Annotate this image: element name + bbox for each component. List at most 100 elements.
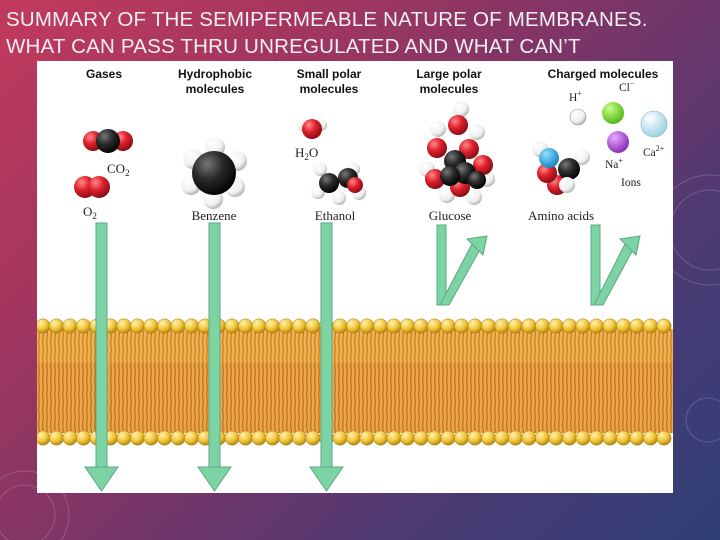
lipid-head (170, 430, 186, 446)
lipid-head (575, 318, 591, 334)
lipid-head (278, 318, 294, 334)
bilayer-lower-tails (37, 363, 673, 433)
lipid-head (265, 430, 280, 446)
lipid-head (37, 318, 51, 334)
lipid-head (292, 430, 307, 446)
lipid-head (413, 318, 429, 334)
arrow-charged-blocked (590, 224, 641, 306)
lipid-head (589, 318, 604, 334)
lipid-head (143, 318, 159, 334)
pass-through-arrows (84, 222, 344, 492)
lipid-head (386, 318, 402, 334)
lipid-bilayer (37, 318, 673, 446)
lipid-head (346, 318, 361, 334)
h2o-label: H2O (295, 145, 318, 162)
lipid-head (305, 430, 321, 446)
lipid-head (427, 318, 442, 334)
lipid-head (184, 430, 199, 446)
ions-label: Ions (621, 177, 641, 189)
co2-label: CO2 (107, 161, 130, 178)
lipid-head (386, 430, 402, 446)
label-charged: Charged molecules (548, 67, 659, 81)
h-ion (569, 108, 587, 126)
lipid-head (656, 318, 672, 334)
lipid-head (157, 430, 172, 446)
amino-acid-molecule (532, 141, 590, 195)
lipid-head (76, 318, 91, 334)
lipid-head (454, 430, 469, 446)
h-ion-label: H+ (569, 89, 582, 104)
co2-molecule (83, 129, 133, 153)
lipid-head (548, 318, 564, 334)
lipid-head (224, 318, 240, 334)
benzene-molecule (181, 137, 247, 209)
lipid-head (238, 318, 253, 334)
na-ion-label: Na+ (605, 156, 623, 171)
lipid-head (76, 430, 91, 446)
lipid-head (521, 430, 537, 446)
lipid-head (467, 430, 483, 446)
label-hydrophobic-1: Hydrophobic (178, 67, 252, 81)
lipid-head (130, 430, 145, 446)
lipid-head (265, 318, 280, 334)
lipid-head (332, 430, 348, 446)
label-hydrophobic-2: molecules (186, 82, 245, 96)
lipid-head (400, 430, 415, 446)
ethanol-molecule (311, 162, 366, 205)
lipid-head (440, 318, 456, 334)
lipid-head (373, 430, 388, 446)
lipid-head (467, 318, 483, 334)
arrow-small-polar (309, 222, 344, 492)
h2o-molecule (297, 119, 327, 139)
lipid-head (494, 318, 510, 334)
lipid-head (116, 318, 132, 334)
lipid-head (602, 430, 618, 446)
blocked-arrows (436, 224, 641, 306)
na-ion (607, 131, 629, 153)
category-labels: Gases Hydrophobic molecules Small polar … (86, 67, 659, 96)
lipid-head (535, 430, 550, 446)
lipid-head (548, 430, 564, 446)
arrow-gases (84, 222, 119, 492)
lipid-head (616, 318, 631, 334)
lipid-head (494, 430, 510, 446)
lipid-head (251, 318, 267, 334)
lipid-head (413, 430, 429, 446)
lipid-head (332, 318, 348, 334)
lipid-head (589, 430, 604, 446)
lipid-head (143, 430, 159, 446)
title-line-2: WHAT CAN PASS THRU UNREGULATED AND WHAT … (6, 35, 581, 58)
lipid-head (116, 430, 132, 446)
title-line-1: SUMMARY OF THE SEMIPERMEABLE NATURE OF M… (6, 8, 648, 31)
membrane-diagram: Gases Hydrophobic molecules Small polar … (37, 67, 673, 492)
cl-ion (602, 102, 624, 124)
lipid-head (629, 318, 645, 334)
amino-acids-label: Amino acids (528, 208, 594, 223)
slide-title: SUMMARY OF THE SEMIPERMEABLE NATURE OF M… (6, 6, 706, 60)
lipid-head (616, 430, 631, 446)
lipid-head (575, 430, 591, 446)
lipid-head (643, 318, 658, 334)
lipid-head (481, 318, 496, 334)
lipid-head (292, 318, 307, 334)
lipid-head (359, 430, 375, 446)
label-gases: Gases (86, 67, 122, 81)
cl-ion-label: Cl− (619, 79, 635, 94)
lipid-head (643, 430, 658, 446)
glucose-molecule (419, 101, 495, 205)
bilayer-upper-heads (37, 318, 672, 334)
label-small-polar-1: Small polar (297, 67, 362, 81)
membrane-permeability-figure: Gases Hydrophobic molecules Small polar … (37, 61, 673, 493)
lipid-head (629, 430, 645, 446)
bilayer-upper-tails (37, 329, 673, 363)
lipid-head (508, 318, 523, 334)
lipid-head (170, 318, 186, 334)
lipid-head (224, 430, 240, 446)
lipid-head (454, 318, 469, 334)
lipid-head (508, 430, 523, 446)
ca-ion-label: Ca2+ (643, 144, 665, 159)
lipid-head (346, 430, 361, 446)
o2-molecule (74, 176, 110, 198)
lipid-head (184, 318, 199, 334)
lipid-head (238, 430, 253, 446)
